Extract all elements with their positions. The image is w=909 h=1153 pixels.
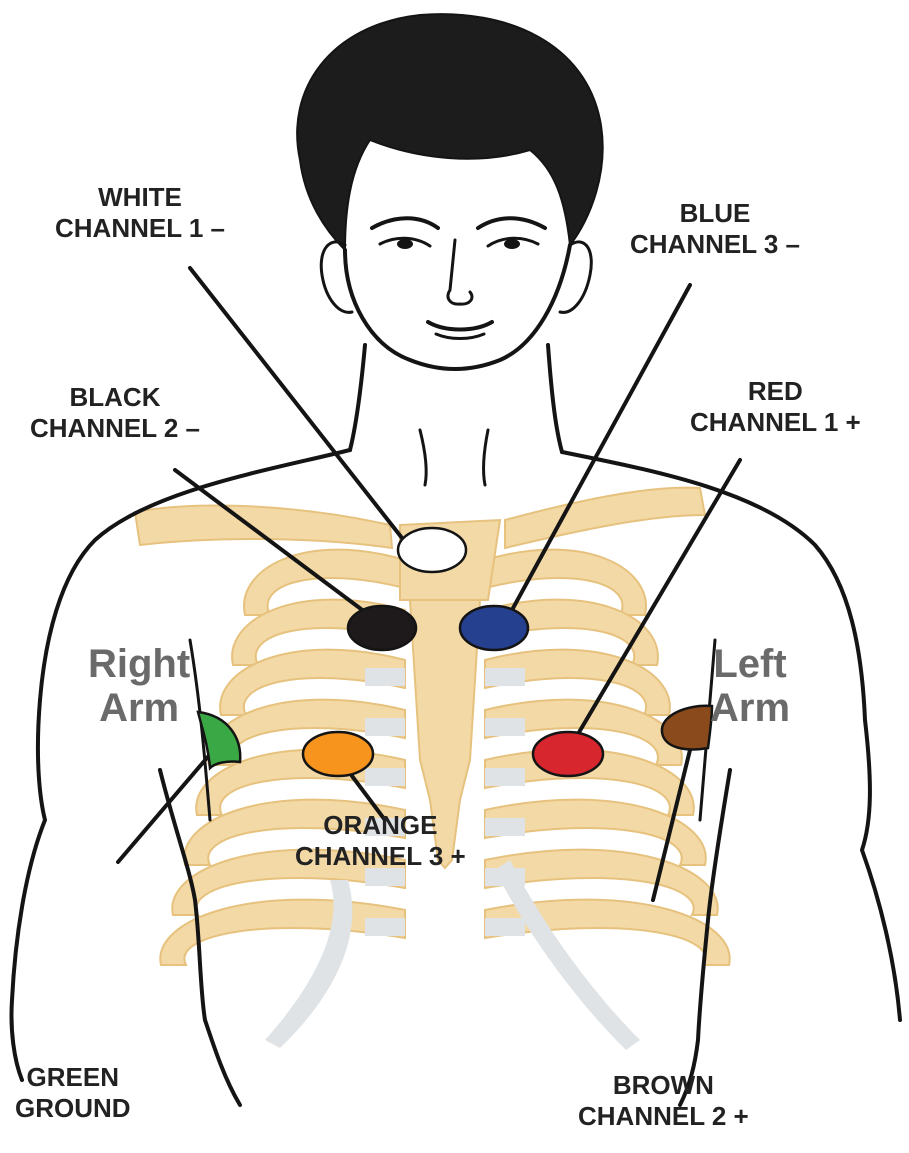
left-arm-line2: Arm bbox=[710, 686, 790, 730]
cartilage-left-4 bbox=[485, 718, 525, 736]
label-red-role: CHANNEL 1 + bbox=[690, 407, 861, 438]
electrode-red bbox=[533, 732, 603, 776]
label-white-color: WHITE bbox=[55, 182, 225, 213]
label-orange-color: ORANGE bbox=[295, 810, 466, 841]
label-green-color: GREEN bbox=[15, 1062, 131, 1093]
label-black-role: CHANNEL 2 – bbox=[30, 413, 200, 444]
cartilage-right-4 bbox=[365, 718, 405, 736]
label-white-role: CHANNEL 1 – bbox=[55, 213, 225, 244]
cartilage-right-3 bbox=[365, 668, 405, 686]
electrode-white bbox=[398, 528, 466, 572]
leader-line-white bbox=[190, 268, 402, 538]
cartilage-left-8 bbox=[485, 918, 525, 936]
right-arm-line1: Right bbox=[88, 642, 190, 686]
right-arm-label: Right Arm bbox=[88, 642, 190, 730]
costal-cartilage-left bbox=[495, 860, 640, 1050]
electrode-black bbox=[348, 606, 416, 650]
cartilage-left-5 bbox=[485, 768, 525, 786]
cartilage-right-5 bbox=[365, 768, 405, 786]
left-arm-line1: Left bbox=[710, 642, 790, 686]
electrode-blue bbox=[460, 606, 528, 650]
label-blue-role: CHANNEL 3 – bbox=[630, 229, 800, 260]
label-brown-color: BROWN bbox=[578, 1070, 749, 1101]
label-brown-role: CHANNEL 2 + bbox=[578, 1101, 749, 1132]
right-arm-line2: Arm bbox=[88, 686, 190, 730]
cartilage-left-6 bbox=[485, 818, 525, 836]
label-red-color: RED bbox=[690, 376, 861, 407]
label-blue-color: BLUE bbox=[630, 198, 800, 229]
cartilage-right-8 bbox=[365, 918, 405, 936]
cartilage-left-3 bbox=[485, 668, 525, 686]
electrode-orange bbox=[303, 732, 373, 776]
hair bbox=[297, 14, 603, 250]
label-black-color: BLACK bbox=[30, 382, 200, 413]
label-orange-role: CHANNEL 3 + bbox=[295, 841, 466, 872]
left-arm-label: Left Arm bbox=[710, 642, 790, 730]
label-green-role: GROUND bbox=[15, 1093, 131, 1124]
